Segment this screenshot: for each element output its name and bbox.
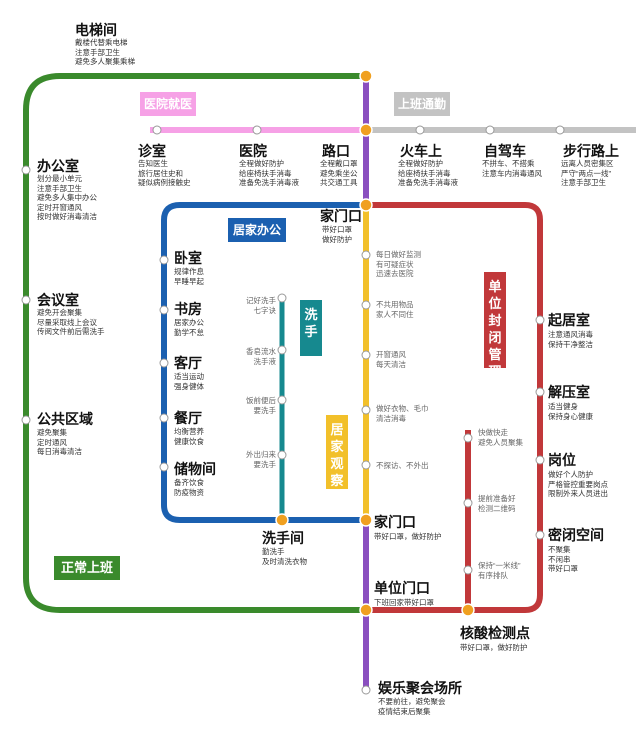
walk-notes: 远离人员密集区严守“两点一线”注意手部卫生 (561, 159, 614, 187)
wash-note-1: 记好洗手七字诀 (246, 296, 276, 315)
nucleic-note-2: 提前准备好检测二维码 (478, 494, 516, 513)
station-office: 办公室 (37, 158, 79, 174)
station-train: 火车上 (400, 143, 442, 159)
wash-note-2: 香皂流水洗手液 (246, 347, 276, 366)
post-notes: 做好个人防护严格管控重要岗点限制外来人员进出 (548, 470, 608, 498)
door-top-notes: 带好口罩做好防护 (322, 225, 352, 244)
station-living: 客厅 (174, 355, 202, 371)
living-notes: 适当运动强身健体 (174, 372, 204, 391)
tag-wash: 洗手 (300, 300, 322, 356)
station-car: 自驾车 (484, 143, 526, 159)
station-hospital: 医院 (239, 143, 267, 159)
station-closed-space: 密闭空间 (548, 527, 604, 543)
nucleic-note-1: 快做快走避免人员聚集 (478, 428, 523, 447)
entertainment-notes: 不要前往，避免聚会疫情结束后聚集 (378, 697, 446, 716)
station-door-top: 家门口 (320, 208, 362, 224)
public-notes: 避免聚集定时通风每日消毒清洁 (37, 428, 82, 456)
office-notes: 划分最小单元注意手部卫生避免多人集中办公定时开窗通风按时做好消毒清洁 (37, 174, 97, 221)
station-washroom: 洗手间 (262, 530, 304, 546)
door-bottom-notes: 带好口罩，做好防护 (374, 532, 442, 541)
station-dots (21, 125, 565, 695)
nucleic-notes: 带好口罩，做好防护 (460, 643, 528, 652)
station-dining: 餐厅 (174, 410, 202, 426)
tag-home-watch: 居家观察 (326, 415, 348, 489)
station-elevator: 电梯间 (75, 22, 117, 38)
tag-commute: 上班通勤 (394, 92, 450, 116)
station-living-room: 起居室 (548, 312, 590, 328)
road-notes: 全程戴口罩避免乘坐公共交通工具 (320, 159, 358, 187)
study-notes: 居家办公勤学不怠 (174, 318, 204, 337)
green-line (23, 73, 366, 613)
unit-door-notes: 下班回家带好口罩 (374, 598, 434, 607)
hospital-notes: 全程做好防护给座椅扶手消毒准备免洗手消毒液 (239, 159, 299, 187)
tag-medical: 医院就医 (140, 92, 196, 116)
station-nucleic: 核酸检测点 (460, 625, 530, 641)
watch-note-5: 不探访、不外出 (376, 461, 429, 470)
station-entertainment: 娱乐聚会场所 (378, 680, 462, 696)
watch-note-1: 每日做好监测有可疑症状迅速去医院 (376, 250, 421, 278)
station-road: 路口 (322, 143, 350, 159)
station-relax: 解压室 (548, 384, 590, 400)
red-line (366, 202, 543, 613)
meeting-notes: 避免开会聚集尽量采取线上会议传阅文件前后需洗手 (37, 308, 105, 336)
nucleic-note-3: 保持“一米线”有序排队 (478, 561, 521, 580)
station-study: 书房 (174, 301, 202, 317)
watch-note-2: 不共用物品家人不同住 (376, 300, 414, 319)
bedroom-notes: 规律作息早睡早起 (174, 267, 204, 286)
dining-notes: 均衡营养健康饮食 (174, 427, 204, 446)
station-walk: 步行路上 (563, 143, 619, 159)
wash-note-4: 外出归来要洗手 (246, 450, 276, 469)
tag-normal-work: 正常上班 (54, 556, 120, 580)
station-storage: 储物间 (174, 461, 216, 477)
station-bedroom: 卧室 (174, 250, 202, 266)
tag-unit-closed: 单位封闭管理 (484, 272, 506, 379)
station-door-bottom: 家门口 (374, 514, 416, 530)
station-meeting: 会议室 (37, 292, 79, 308)
closed-space-notes: 不聚集不闲串带好口罩 (548, 545, 578, 573)
station-clinic: 诊室 (138, 143, 166, 159)
tag-home-office: 居家办公 (228, 218, 286, 242)
storage-notes: 备齐饮食防疫物资 (174, 478, 204, 497)
clinic-notes: 告知医生旅行居住史和疑似病例接触史 (138, 159, 191, 187)
station-post: 岗位 (548, 452, 576, 468)
watch-note-4: 做好衣物、毛巾清洁消毒 (376, 404, 429, 423)
relax-notes: 适当健身保持身心健康 (548, 402, 593, 421)
living-room-notes: 注意通风消毒保持干净整洁 (548, 330, 593, 349)
station-unit-door: 单位门口 (374, 580, 430, 596)
train-notes: 全程做好防护给座椅扶手消毒准备免洗手消毒液 (398, 159, 458, 187)
station-public: 公共区域 (37, 411, 93, 427)
wash-note-3: 饭前便后要洗手 (246, 396, 276, 415)
watch-note-3: 开窗通风每天清洁 (376, 350, 406, 369)
washroom-notes: 勤洗手及时清洗衣物 (262, 547, 307, 566)
interchange-nodes (275, 69, 475, 617)
elevator-notes: 戴楼代替乘电梯注意手部卫生避免多人聚集乘梯 (75, 38, 135, 66)
car-notes: 不拼车、不搭乘注意车内消毒通风 (482, 159, 542, 178)
